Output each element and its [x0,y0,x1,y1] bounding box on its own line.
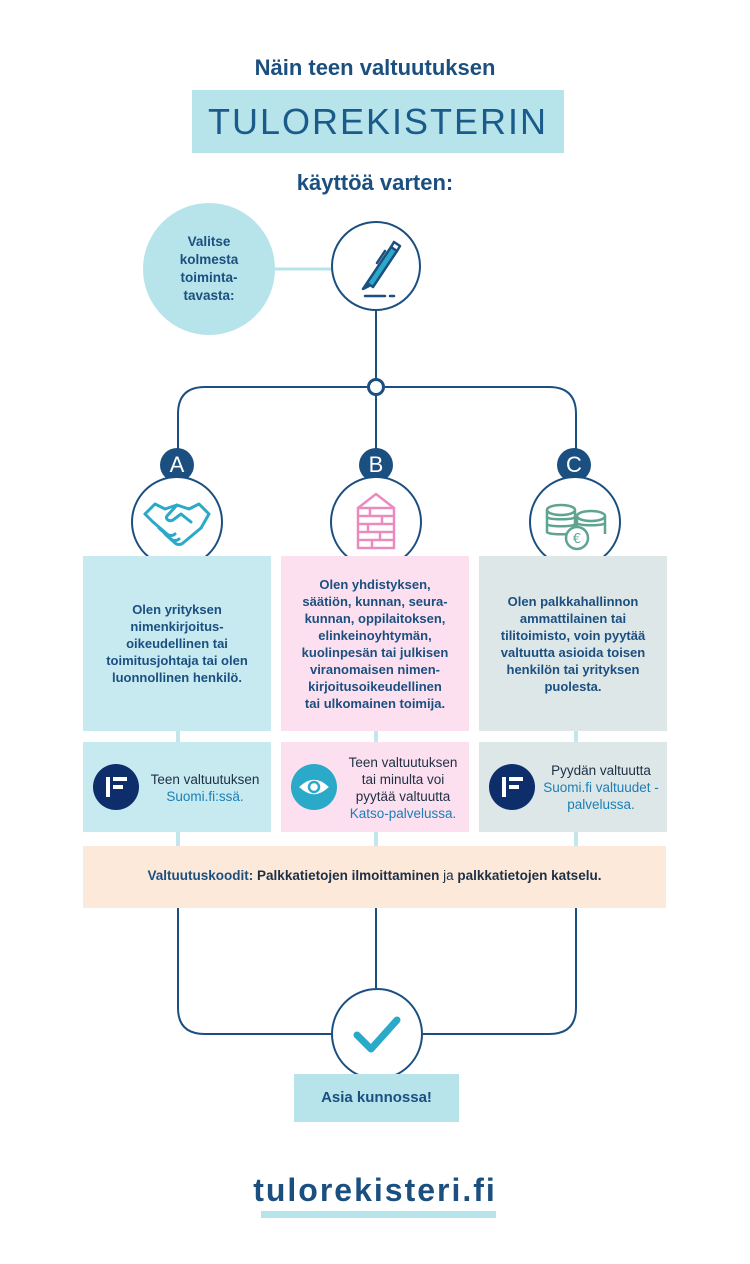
intro-bubble: Valitse kolmesta toiminta- tavasta: [143,203,275,335]
option-b-service: Teen valtuutuksen tai minulta voi pyytää… [281,742,469,832]
pen-icon-circle [331,221,421,311]
code-reporting: Palkkatietojen ilmoittaminen [257,868,440,883]
result-box: Asia kunnossa! [294,1074,459,1122]
title-highlight-box: TULOREKISTERIN [192,90,564,153]
codes-joiner: ja [443,868,454,883]
pen-icon [361,240,402,298]
intro-line: tavasta: [183,288,235,303]
description-line: elinkeinoyhtymän, [318,627,432,643]
option-a-letter: A [160,448,194,482]
service-text: Pyydän valtuutta [551,763,651,778]
suomi-fi-icon [93,764,139,810]
description-line: kuolinpesän tai julkisen [301,644,449,660]
intro-line: toiminta- [180,270,238,285]
description-line: valtuutta asioida toisen [500,644,646,660]
handshake-icon [143,502,211,546]
title-line-1: Näin teen valtuutuksen [254,55,496,80]
check-icon [353,1016,401,1053]
title-line-3: käyttöä varten: [296,170,454,195]
coins-icon-circle: € [529,476,621,568]
option-c-description: Olen palkkahallinnon ammattilainen tai t… [479,556,667,731]
description-line: ammattilainen tai [519,610,627,626]
service-text: tai minulta voi [361,772,445,787]
footer-site[interactable]: tulorekisteri.fi [253,1172,497,1208]
description-line: Olen yrityksen [132,602,222,617]
intro-line: Valitse [187,234,231,249]
title-highlight: TULOREKISTERIN [207,101,549,142]
description-line: toimitusjohtaja tai olen [106,653,248,668]
service-text: Teen valtuutuksen [348,755,458,770]
option-a-description: Olen yrityksen nimenkirjoitus- oikeudell… [83,556,271,731]
option-c-service: Pyydän valtuutta Suomi.fi valtuudet -pal… [479,742,667,832]
suomi-fi-icon [489,764,535,810]
option-b-description: Olen yhdistyksen, säätiön, kunnan, seura… [281,556,469,731]
branch-node [367,378,385,396]
building-icon [356,492,396,550]
description-line: tilitoimisto, voin pyytää [500,627,646,643]
description-line: nimenkirjoitus- [130,619,224,634]
description-line: henkilön tai yrityksen [506,661,640,677]
description-line: viranomaisen nimen- [309,661,441,677]
codes-label: Valtuutuskoodit: [147,868,254,883]
svg-text:€: € [573,532,581,547]
authorization-codes-banner: Valtuutuskoodit: Palkkatietojen ilmoitta… [83,846,666,908]
service-link[interactable]: Katso-palvelussa. [349,806,457,821]
footer-underline [261,1211,496,1218]
service-text: Teen valtuutuksen [150,772,260,787]
handshake-icon-circle [131,476,223,568]
service-link[interactable]: Suomi.fi valtuudet -palvelussa. [543,780,659,812]
description-line: säätiön, kunnan, seura- [302,593,448,609]
description-line: Olen palkkahallinnon [507,593,639,609]
service-link[interactable]: Suomi.fi:ssä. [166,789,244,804]
intro-line: kolmesta [179,252,239,267]
building-icon-circle [330,476,422,568]
code-viewing: palkkatietojen katselu. [457,868,602,883]
coins-icon: € [545,503,607,551]
description-line: oikeudellinen tai [126,636,228,651]
service-text: pyytää valtuutta [355,789,451,804]
result-label: Asia kunnossa! [321,1089,432,1106]
description-line: luonnollinen henkilö. [111,670,242,685]
description-line: tai ulkomainen toimija. [304,695,446,711]
description-line: puolesta. [544,678,602,694]
description-line: kirjoitusoikeudellinen [308,678,442,694]
check-icon-circle [331,988,423,1080]
description-line: kunnan, oppilaitoksen, [304,610,446,626]
description-line: Olen yhdistyksen, [319,576,431,592]
option-a-service: Teen valtuutuksen Suomi.fi:ssä. [83,742,271,832]
eye-icon [291,764,337,810]
